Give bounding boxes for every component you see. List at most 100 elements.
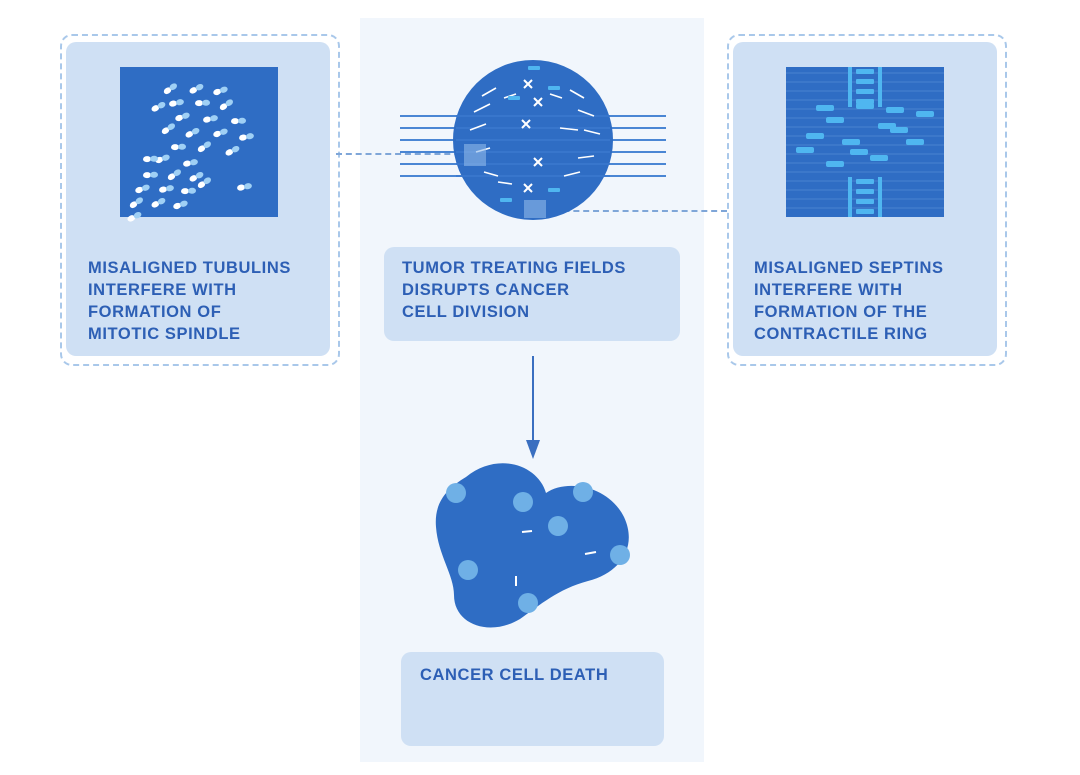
tubulin-dimer [231, 117, 246, 125]
membrane-bleb [573, 482, 593, 502]
spindle-fiber [583, 129, 601, 135]
septin-filament [842, 139, 860, 145]
spindle-fiber [569, 89, 585, 99]
spindle-fiber [473, 103, 491, 113]
dead-cell-body [435, 463, 629, 628]
septin-filament [816, 105, 834, 111]
tubulin-dimer [161, 123, 175, 135]
septin-filament [916, 111, 934, 117]
spindle-fiber [559, 127, 579, 131]
septin-stack [848, 177, 852, 217]
septin-filament [870, 155, 888, 161]
spindle-fiber [549, 93, 563, 99]
tubulin-dimer [151, 101, 166, 112]
septin-filament [850, 149, 868, 155]
tubulin-dimer [185, 127, 200, 138]
dividing-cell-icon [400, 60, 666, 220]
tubulin-dimer [189, 83, 204, 94]
tubulin-dimer [143, 171, 158, 179]
tubulin-dimer [151, 197, 166, 208]
spindle-fiber [483, 171, 499, 177]
spindle-fiber [469, 123, 487, 131]
spindle-fiber [563, 171, 581, 177]
septin-stack [878, 177, 882, 217]
septin-filament [886, 107, 904, 113]
highlight-square [464, 144, 486, 166]
tubulin-dimer [167, 169, 181, 181]
septin-filament [856, 89, 874, 94]
septin-filament [856, 69, 874, 74]
septin-filament [856, 99, 874, 104]
tubulin-dimer [171, 143, 186, 151]
connector-left [336, 153, 470, 155]
tubulin-dimer [173, 200, 188, 210]
tubulin-dimer [163, 83, 177, 95]
membrane-bleb [548, 516, 568, 536]
center-label: TUMOR TREATING FIELDS DISRUPTS CANCER CE… [402, 259, 627, 321]
dead-cell-icon [435, 463, 630, 628]
tubulin-bit [508, 96, 520, 100]
membrane-bleb [458, 560, 478, 580]
fragment [521, 530, 533, 533]
tubulin-dimer [183, 159, 198, 167]
spindle-fiber [497, 181, 513, 185]
tubulin-dimer [213, 86, 228, 96]
tubulin-dimer [239, 133, 254, 141]
tubulin-dimer [143, 155, 158, 163]
septin-ring-icon [786, 67, 944, 217]
membrane-bleb [446, 483, 466, 503]
septin-filament [906, 139, 924, 145]
arrow-down-icon [526, 356, 540, 459]
septin-label: MISALIGNED SEPTINS INTERFERE WITH FORMAT… [754, 259, 944, 343]
septin-filament [856, 209, 874, 214]
chromosome [523, 183, 533, 193]
tubulin-panel-border [60, 34, 340, 366]
tubulin-label: MISALIGNED TUBULINS INTERFERE WITH FORMA… [88, 259, 291, 343]
connector-right [534, 210, 727, 212]
fragment [584, 551, 597, 555]
death-label: CANCER CELL DEATH [420, 666, 609, 684]
death-label-box [401, 652, 664, 746]
tubulin-dimer [203, 115, 218, 123]
chromosome [523, 79, 533, 89]
septin-filament [856, 179, 874, 184]
spindle-fiber [481, 87, 497, 97]
septin-filament [890, 127, 908, 133]
septin-stack [878, 67, 882, 107]
chromosome [533, 97, 543, 107]
spindle-fiber [577, 155, 595, 159]
tubulin-dimer [169, 99, 184, 107]
tubulin-field-icon [120, 67, 278, 222]
septin-panel-border [727, 34, 1007, 366]
septin-filament [856, 189, 874, 194]
septin-filament [826, 117, 844, 123]
highlight-square [524, 200, 546, 218]
septin-filament [806, 133, 824, 139]
tubulin-dimer [175, 112, 190, 122]
membrane-bleb [610, 545, 630, 565]
septin-stack [848, 67, 852, 107]
tubulin-dimer [155, 154, 170, 164]
tubulin-dimer [195, 99, 210, 107]
tubulin-bit [528, 66, 540, 70]
membrane-bleb [518, 593, 538, 613]
tubulin-bit [548, 86, 560, 90]
tubulin-dimer [127, 211, 142, 222]
tubulin-dimer [219, 99, 233, 111]
tubulin-field-bg [120, 67, 278, 217]
tubulin-dimer [225, 145, 240, 156]
tubulin-bit [500, 198, 512, 202]
tubulin-dimer [181, 187, 196, 195]
tubulin-dimer [129, 197, 143, 209]
tubulin-dimer [159, 185, 174, 193]
septin-filament [826, 161, 844, 167]
tubulin-dimer [197, 177, 211, 189]
tubulin-dimer [197, 141, 211, 153]
tubulin-dimer [213, 128, 228, 138]
tubulin-dimer [189, 171, 204, 182]
chromosome [533, 157, 543, 167]
septin-filament [856, 103, 874, 109]
septin-filament [796, 147, 814, 153]
septin-filament [856, 79, 874, 84]
tubulin-dimer [135, 184, 150, 194]
